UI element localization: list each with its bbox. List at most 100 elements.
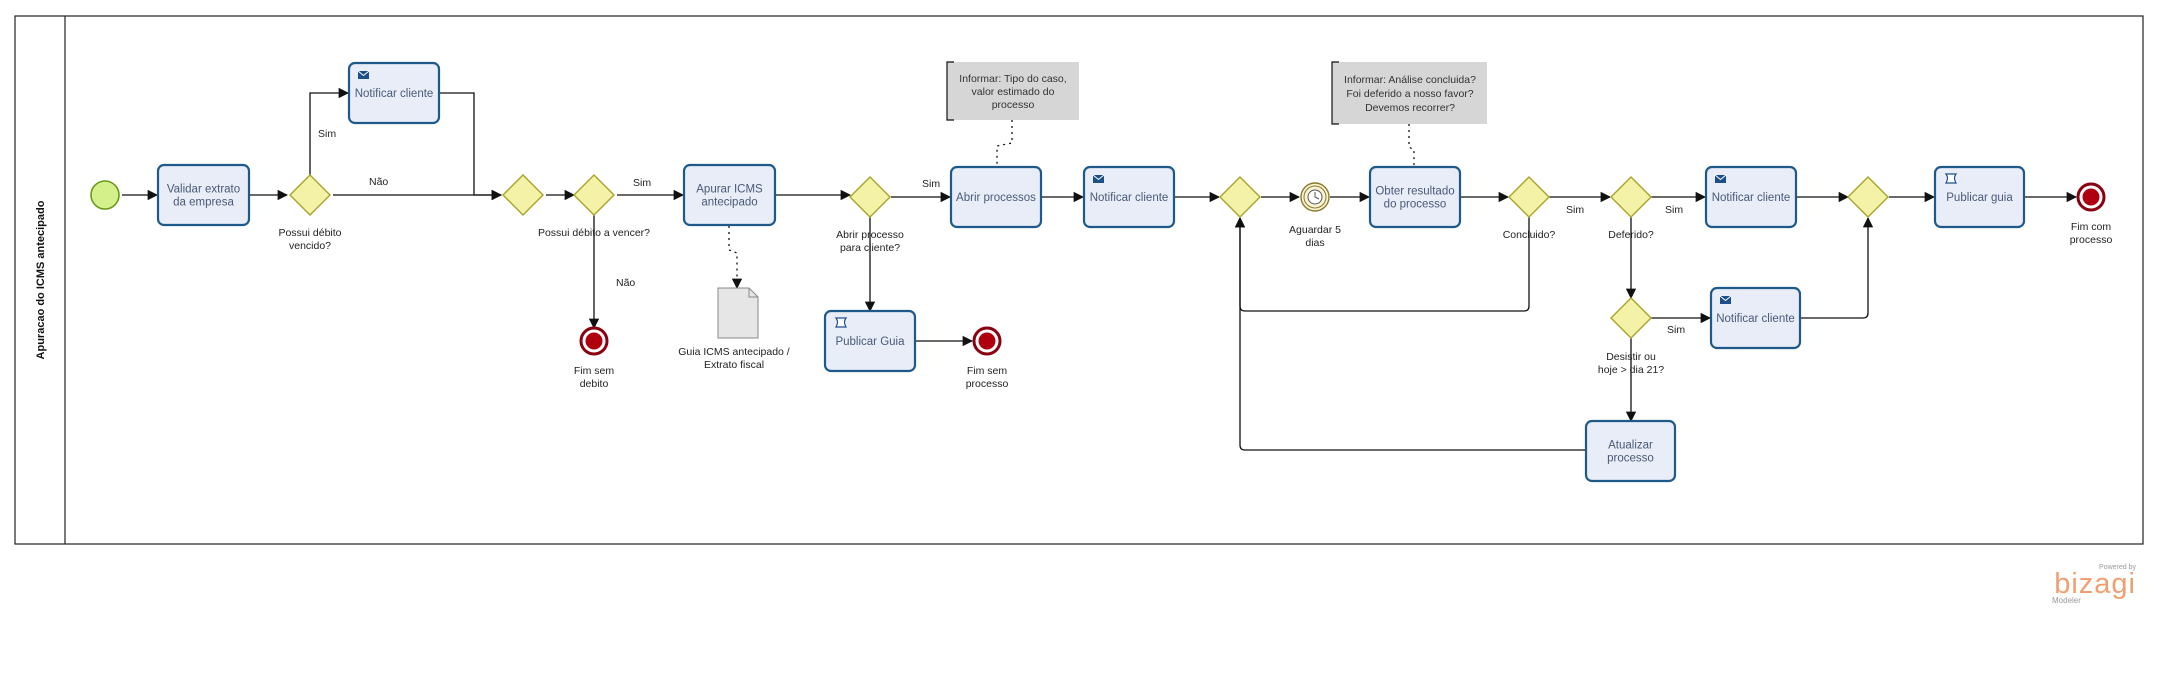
label-sim-g1: Sim <box>318 128 336 140</box>
task-label: Notificar cliente <box>1090 192 1169 204</box>
data-object: Guia ICMS antecipado / Extrato fiscal <box>678 287 790 371</box>
gateway-label: para cliente? <box>840 242 900 254</box>
annotation-line: Informar: Análise concluida? <box>1344 74 1476 86</box>
assoc-a1-abrir <box>996 120 1013 166</box>
gateway-g5[interactable] <box>1219 176 1261 218</box>
label-sim-g3: Sim <box>633 177 651 189</box>
data-object-label: Guia ICMS antecipado / <box>678 346 790 358</box>
task-publicar-guia1[interactable]: Publicar Guia <box>823 309 917 373</box>
label-sim-g4: Sim <box>922 178 940 190</box>
task-label: Notificar cliente <box>1712 192 1791 204</box>
event-label: processo <box>966 378 1009 390</box>
task-notificar1[interactable]: Notificar cliente <box>347 61 441 125</box>
gateway-label: Abrir processo <box>836 229 904 241</box>
flow-notificar4-g9 <box>1801 216 1874 319</box>
data-object-label: Extrato fiscal <box>704 359 764 371</box>
task-notificar2[interactable]: Notificar cliente <box>1082 165 1176 229</box>
annotation-line: valor estimado do <box>972 86 1055 98</box>
gateway-label: Possui débito a vencer? <box>538 227 650 239</box>
script-icon <box>834 317 848 328</box>
task-label: Publicar Guia <box>835 336 905 348</box>
task-label: do processo <box>1384 199 1447 211</box>
task-label: processo <box>1607 453 1654 465</box>
gateway-g6[interactable]: Concluido? <box>1503 176 1556 241</box>
event-label: processo <box>2070 234 2113 246</box>
gateway-label: Possui débito <box>278 227 341 239</box>
gateway-label: hoje > dia 21? <box>1598 364 1664 376</box>
script-icon <box>1944 173 1958 184</box>
task-label: Validar extrato <box>167 184 240 196</box>
watermark-product: Modeler <box>2052 596 2081 605</box>
flow-g1-notificar1 <box>309 87 350 176</box>
associations <box>728 120 1415 290</box>
event-label: Fim sem <box>574 365 615 377</box>
annotation-a1: Informar: Tipo do caso, valor estimado d… <box>946 61 1079 121</box>
annotation-line: Foi deferido a nosso favor? <box>1346 88 1473 100</box>
task-label: Publicar guia <box>1946 192 2013 204</box>
task-label: Apurar ICMS <box>696 184 763 196</box>
assoc-a2-obter <box>1408 124 1415 166</box>
watermark-powered: Powered by <box>2099 564 2136 571</box>
gateway-label: Deferido? <box>1608 229 1654 241</box>
task-label: da empresa <box>173 197 234 209</box>
sequence-flows <box>122 87 2078 451</box>
label-sim-g7: Sim <box>1665 204 1683 216</box>
assoc-apurar-document <box>728 226 743 290</box>
event-label: Fim sem <box>967 365 1008 377</box>
annotation-line: processo <box>992 99 1035 111</box>
start-event[interactable] <box>90 180 120 210</box>
event-label: Fim com <box>2071 221 2112 233</box>
task-abrir[interactable]: Abrir processos <box>949 165 1043 229</box>
pool-title: Apuracao do ICMS antecipado <box>35 200 47 359</box>
watermark-brand: bizagi <box>2054 568 2136 600</box>
annotation-a2: Informar: Análise concluida? Foi deferid… <box>1331 61 1487 125</box>
task-notificar4[interactable]: Notificar cliente <box>1709 286 1802 350</box>
task-label: Abrir processos <box>956 192 1036 204</box>
gateway-label: Concluido? <box>1503 229 1556 241</box>
event-label: Aguardar 5 <box>1289 224 1341 236</box>
task-label: Atualizar <box>1608 440 1653 452</box>
envelope-icon <box>1714 174 1727 183</box>
flow-labels: Sim Não Sim Não Sim Sim Sim Sim <box>318 128 1685 336</box>
task-label: Notificar cliente <box>1716 313 1795 325</box>
label-sim-g6: Sim <box>1566 204 1584 216</box>
gateway-g2[interactable] <box>502 174 544 216</box>
gateway-g7[interactable]: Deferido? <box>1608 176 1654 241</box>
task-notificar3[interactable]: Notificar cliente <box>1704 165 1798 229</box>
flow-notificar1-g2 <box>440 92 503 201</box>
label-nao-g1: Não <box>369 176 388 188</box>
label-nao-g3: Não <box>616 277 635 289</box>
label-sim-g8: Sim <box>1667 324 1685 336</box>
envelope-icon <box>1719 295 1732 304</box>
clock-icon <box>1307 189 1323 205</box>
gateway-label: vencido? <box>289 240 331 252</box>
task-label: antecipado <box>701 197 757 209</box>
bizagi-watermark: Powered by bizagi Modeler <box>2052 564 2136 605</box>
envelope-icon <box>357 70 370 79</box>
gateway-label: Desistir ou <box>1606 351 1656 363</box>
gateway-g3[interactable]: Possui débito a vencer? <box>538 174 650 239</box>
task-label: Notificar cliente <box>355 88 434 100</box>
event-label: debito <box>580 378 609 390</box>
envelope-icon <box>1092 174 1105 183</box>
event-label: dias <box>1305 237 1324 249</box>
task-publicar-guia2[interactable]: Publicar guia <box>1933 165 2026 229</box>
gateway-g9[interactable] <box>1847 176 1889 218</box>
task-label: Obter resultado <box>1375 186 1454 198</box>
flow-atualizar-g5 <box>1234 216 1585 451</box>
